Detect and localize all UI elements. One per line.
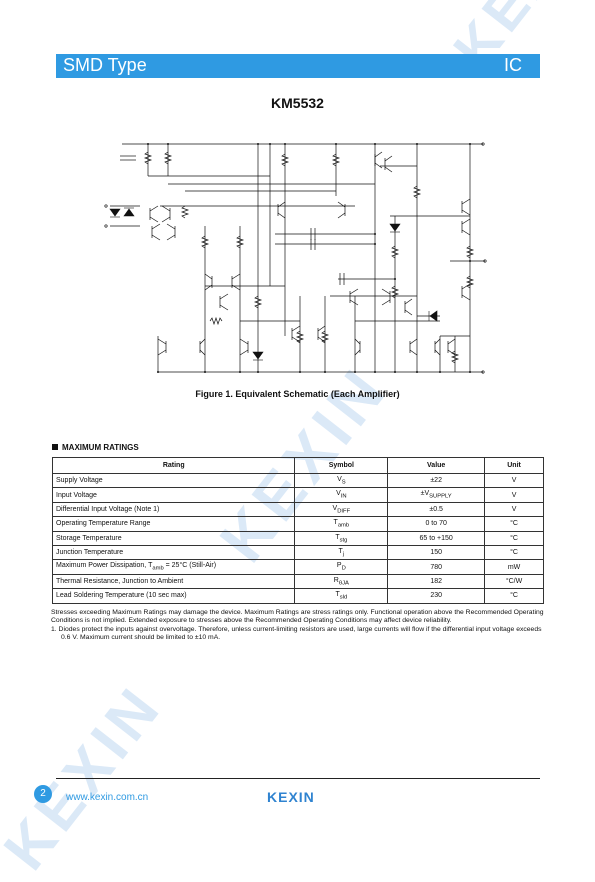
equivalent-schematic xyxy=(104,142,487,374)
unit-cell: mW xyxy=(484,559,544,575)
notes: Stresses exceeding Maximum Ratings may d… xyxy=(51,609,545,642)
footer-divider xyxy=(56,778,540,779)
header-symbol: Symbol xyxy=(294,457,389,474)
rating-cell: Maximum Power Dissipation, Tamb = 25°C (… xyxy=(51,559,296,575)
rating-cell: Thermal Resistance, Junction to Ambient xyxy=(51,573,296,590)
bullet-square-icon xyxy=(52,444,58,450)
figure-caption: Figure 1. Equivalent Schematic (Each Amp… xyxy=(195,389,400,399)
value-cell: ±22 xyxy=(387,472,486,489)
rating-cell: Differential Input Voltage (Note 1) xyxy=(51,501,296,518)
symbol-cell: Tamb xyxy=(294,516,389,532)
unit-cell: °C xyxy=(484,516,544,532)
table-row: Lead Soldering Temperature (10 sec max) … xyxy=(51,588,544,604)
unit-cell: °C xyxy=(484,530,544,546)
table-row: Input Voltage VIN ±VSUPPLY V xyxy=(51,487,544,503)
header-value: Value xyxy=(387,457,486,474)
website-link[interactable]: www.kexin.com.cn xyxy=(66,792,149,803)
table-row: Operating Temperature Range Tamb 0 to 70… xyxy=(51,516,544,532)
unit-cell: °C/W xyxy=(484,573,544,590)
value-cell: 0 to 70 xyxy=(387,516,486,532)
page-number: 2 xyxy=(34,785,52,803)
symbol-cell: Tj xyxy=(294,544,389,561)
rating-cell: Input Voltage xyxy=(51,487,296,503)
value-cell: 65 to +150 xyxy=(387,530,486,546)
header-unit: Unit xyxy=(484,457,544,474)
rating-cell: Storage Temperature xyxy=(51,530,296,546)
section-title: MAXIMUM RATINGS xyxy=(52,443,139,452)
symbol-cell: Tsld xyxy=(294,588,389,604)
header-bar: SMD Type IC xyxy=(56,54,540,78)
symbol-cell: VDIFF xyxy=(294,501,389,518)
value-cell: ±0.5 xyxy=(387,501,486,518)
symbol-cell: Tstg xyxy=(294,530,389,546)
value-cell: 150 xyxy=(387,544,486,561)
value-cell: 182 xyxy=(387,573,486,590)
rating-cell: Operating Temperature Range xyxy=(51,516,296,532)
table-row: Thermal Resistance, Junction to Ambient … xyxy=(51,573,544,590)
maximum-ratings-table: Rating Symbol Value Unit Supply Voltage … xyxy=(51,457,544,604)
rating-cell: Junction Temperature xyxy=(51,544,296,561)
symbol-cell: VIN xyxy=(294,487,389,503)
section-title-text: MAXIMUM RATINGS xyxy=(62,443,139,452)
value-cell: 230 xyxy=(387,588,486,604)
header-type: SMD Type xyxy=(63,55,147,75)
table-row: Supply Voltage VS ±22 V xyxy=(51,472,544,489)
kexin-logo: KEXIN xyxy=(267,789,315,805)
note-1: 1. Diodes protect the inputs against ove… xyxy=(51,625,542,641)
unit-cell: V xyxy=(484,472,544,489)
rating-cell: Supply Voltage xyxy=(51,472,296,489)
symbol-cell: VS xyxy=(294,472,389,489)
table-row: Differential Input Voltage (Note 1) VDIF… xyxy=(51,501,544,518)
header-rating: Rating xyxy=(51,457,296,474)
symbol-cell: RθJA xyxy=(294,573,389,590)
rating-cell: Lead Soldering Temperature (10 sec max) xyxy=(51,588,296,604)
table-header-row: Rating Symbol Value Unit xyxy=(51,457,544,474)
part-title: KM5532 xyxy=(271,95,324,111)
value-cell: ±VSUPPLY xyxy=(387,487,486,503)
value-cell: 780 xyxy=(387,559,486,575)
symbol-cell: PD xyxy=(294,559,389,575)
table-row: Junction Temperature Tj 150 °C xyxy=(51,544,544,561)
stress-note: Stresses exceeding Maximum Ratings may d… xyxy=(51,609,544,625)
unit-cell: V xyxy=(484,487,544,503)
header-category: IC xyxy=(504,55,522,75)
unit-cell: V xyxy=(484,501,544,518)
table-row: Maximum Power Dissipation, Tamb = 25°C (… xyxy=(51,559,544,575)
watermark-bottom-left: KEXIN xyxy=(0,672,175,882)
table-row: Storage Temperature Tstg 65 to +150 °C xyxy=(51,530,544,546)
unit-cell: °C xyxy=(484,544,544,561)
unit-cell: °C xyxy=(484,588,544,604)
